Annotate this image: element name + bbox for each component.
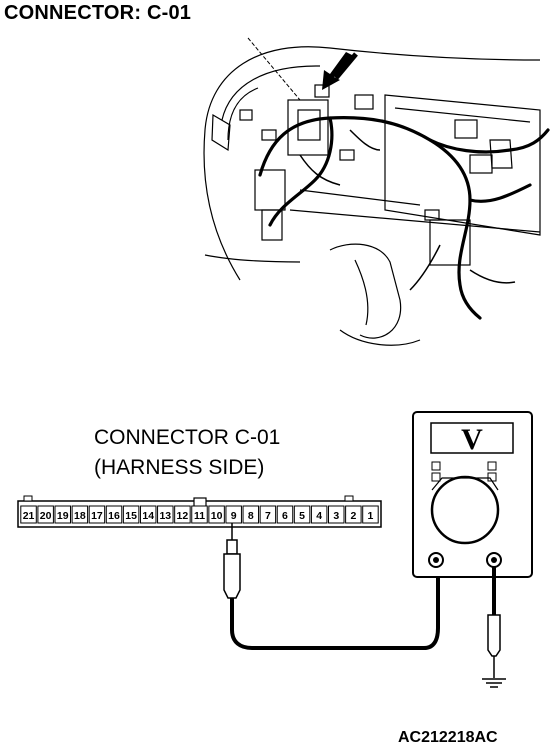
diagram-title: CONNECTOR: C-01 [4,2,192,24]
meter-display [430,422,514,454]
location-arrow-shaft [334,52,358,80]
connector-pin-11: 11 [191,505,208,524]
connector-pin-number: 10 [211,510,223,522]
location-arrow-icon [322,52,354,90]
connector-pin-number: 21 [23,510,35,522]
connector-pin-8: 8 [242,505,260,524]
connector-pin-number: 17 [91,510,103,522]
connector-pin-number: 6 [282,510,288,522]
connector-pin-number: 1 [368,510,374,522]
connector-pin-number: 12 [177,510,189,522]
connector-pin-number: 2 [350,510,356,522]
connector-pin-20: 20 [37,505,54,524]
connector-pin-number: 8 [248,510,254,522]
connector-label: CONNECTOR C-01 [94,426,281,449]
connector-pin-number: 15 [125,510,137,522]
connector-pin-number: 7 [265,510,271,522]
connector-pin-7: 7 [259,505,277,524]
connector-pin-14: 14 [139,505,157,524]
connector-pin-number: 18 [74,510,86,522]
connector-pin-9: 9 [225,505,242,524]
connector-pin-6: 6 [276,505,294,524]
connector-pin-15: 15 [122,505,140,524]
meter-rotary-dial [430,475,500,545]
test-lead-negative [230,575,440,650]
connector-pin-12: 12 [174,505,191,524]
harness-branches [299,129,516,291]
voltmeter: V [412,411,533,578]
connector-pin-13: 13 [157,505,174,524]
connector-pin-number: 11 [194,510,205,522]
connector-pin-number: 4 [316,510,322,522]
ground-icon [482,678,506,688]
connector-pin-number: 5 [299,510,305,522]
reference-code: AC212218AC [398,729,498,746]
connector-pin-4: 4 [310,505,328,524]
connector-pin-number: 14 [142,510,154,522]
connector-pin-1: 1 [362,505,379,524]
connector-pin-21: 21 [20,505,37,524]
connector-pin-18: 18 [71,505,89,524]
connector-pin-number: 19 [57,510,69,522]
connector-pin-19: 19 [54,505,71,524]
wiring-harness [258,116,550,320]
connector-pin-number: 3 [333,510,339,522]
connector-pin-number: 20 [40,510,52,522]
connector-side-label: (HARNESS SIDE) [94,456,265,479]
leader-line [247,37,301,101]
connector-pin-number: 16 [108,510,120,522]
connector-pin-10: 10 [208,505,225,524]
connector-pin-16: 16 [105,505,123,524]
connector-pin-5: 5 [293,505,311,524]
meter-unit-label: V [461,423,483,456]
connector-pin-3: 3 [328,505,345,524]
probe-at-pin [223,523,241,599]
connector-pin-2: 2 [345,505,362,524]
test-lead-positive [487,567,501,678]
connector-pin-17: 17 [88,505,106,524]
dashboard-illustration [203,46,541,346]
connector-pin-number: 9 [231,510,237,522]
connector-pin-number: 13 [159,510,171,522]
